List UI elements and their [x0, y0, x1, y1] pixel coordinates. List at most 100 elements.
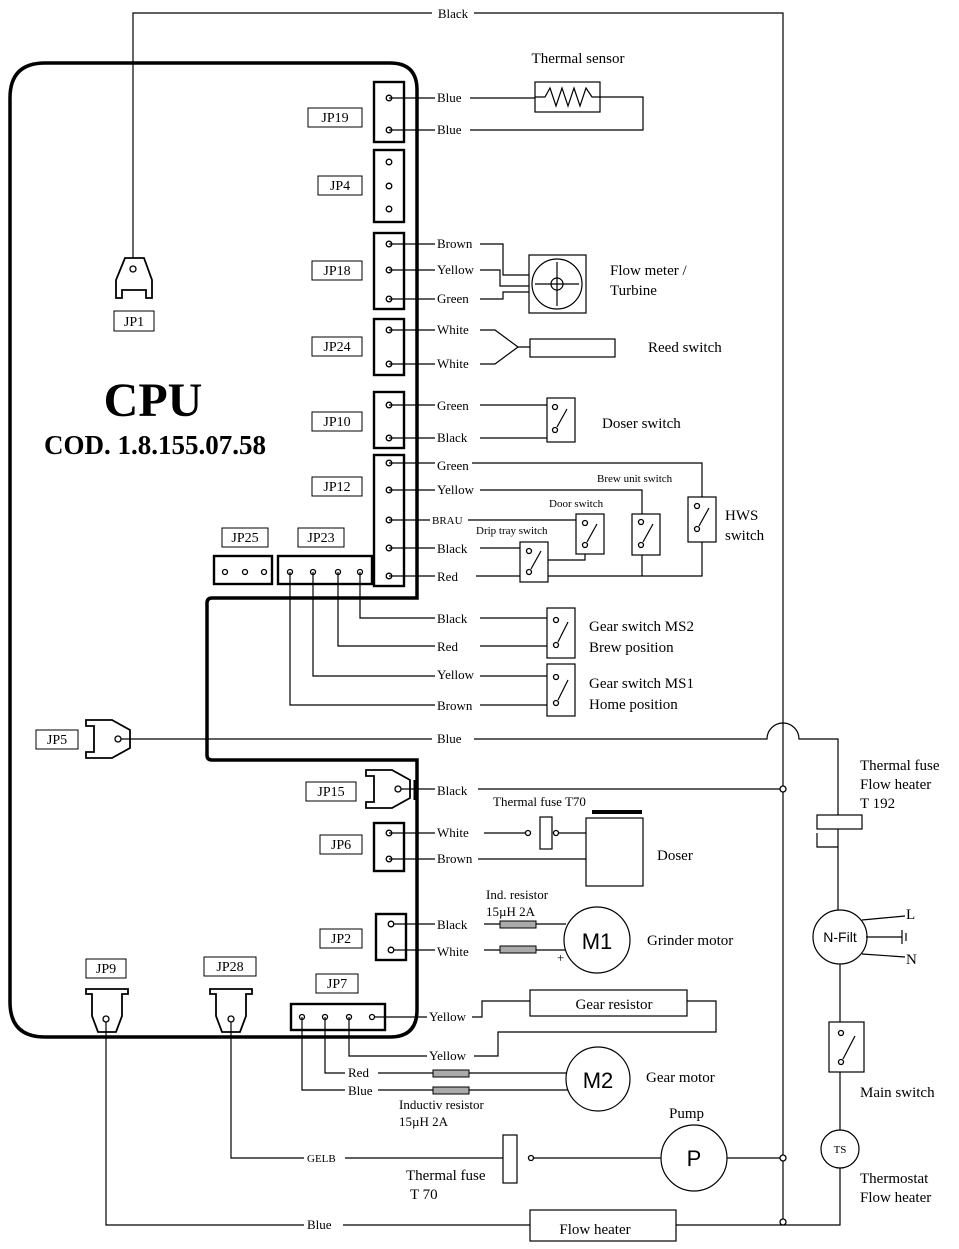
jp19-connector [372, 80, 406, 144]
svg-text:Black: Black [437, 541, 468, 556]
thermal-fuse-t192-label-3: T 192 [860, 796, 895, 812]
doser-switch-label: Doser switch [602, 416, 681, 432]
jp15-connector [365, 769, 411, 809]
gear-switch-ms1-symbol [546, 663, 576, 717]
svg-text:BRAU: BRAU [432, 515, 463, 527]
pump-p-label: P [687, 1146, 702, 1171]
svg-text:Blue: Blue [437, 731, 462, 746]
drip-tray-switch-label: Drip tray switch [476, 525, 548, 537]
jp23-connector [276, 554, 374, 586]
ind-resistor-m1-top [499, 920, 537, 929]
jp7-label: JP7 [327, 977, 347, 992]
m1-plus: + [557, 950, 564, 965]
hws-label-2: switch [725, 528, 765, 544]
jp4-label: JP4 [330, 179, 350, 194]
reed-switch-label: Reed switch [648, 340, 722, 356]
doser-switch-symbol [546, 397, 576, 443]
svg-text:White: White [437, 322, 469, 337]
jp28-connector [209, 988, 253, 1033]
brew-unit-switch-symbol [631, 513, 661, 556]
svg-text:Brown: Brown [437, 698, 473, 713]
doser-label: Doser [657, 848, 693, 864]
drip-tray-switch-symbol [519, 541, 549, 583]
ms1-label-2: Home position [589, 697, 678, 713]
thermostat-label-2: Flow heater [860, 1190, 931, 1206]
svg-text:Black: Black [437, 917, 468, 932]
jp25-label: JP25 [231, 531, 258, 546]
thermal-fuse-t70-pump-symbol [502, 1134, 535, 1184]
cpu-code: COD. 1.8.155.07.58 [44, 430, 266, 460]
thermal-fuse-pump-label-2: T 70 [410, 1187, 438, 1203]
reed-switch-symbol [529, 338, 616, 358]
door-switch-symbol [575, 513, 605, 555]
ms2-label-2: Brew position [589, 640, 674, 656]
svg-text:Red: Red [348, 1065, 369, 1080]
grinder-motor-label: Grinder motor [647, 933, 733, 949]
svg-text:White: White [437, 825, 469, 840]
inductiv-resistor-label-2: 15µH 2A [399, 1114, 449, 1129]
grinder-motor-symbol [563, 906, 631, 974]
jp1-label: JP1 [124, 315, 144, 330]
gear-resistor-symbol [529, 989, 688, 1017]
jp5-label: JP5 [47, 733, 67, 748]
line-n-label: N [906, 952, 917, 968]
ts-label: TS [834, 1144, 847, 1156]
jp19-label: JP19 [321, 111, 348, 126]
brew-unit-switch-label: Brew unit switch [597, 473, 673, 485]
flow-meter-label-2: Turbine [610, 283, 657, 299]
svg-text:GELB: GELB [307, 1153, 336, 1165]
hws-label-1: HWS [725, 508, 758, 524]
svg-text:Blue: Blue [348, 1083, 373, 1098]
jp15-label: JP15 [317, 785, 344, 800]
jp23-label: JP23 [307, 531, 334, 546]
ms1-label-1: Gear switch MS1 [589, 676, 694, 692]
thermal-fuse-t70-doser-symbol [524, 816, 560, 850]
m2-label: M2 [583, 1068, 614, 1093]
main-switch-label: Main switch [860, 1085, 935, 1101]
jp2-label: JP2 [331, 932, 351, 947]
flow-heater-label: Flow heater [559, 1222, 630, 1238]
cpu-title: CPU [104, 374, 203, 427]
doser-symbol [585, 817, 644, 887]
thermal-fuse-t192-symbol [816, 814, 863, 848]
svg-text:Red: Red [437, 569, 458, 584]
gear-motor-label: Gear motor [646, 1070, 715, 1086]
jp1-connector [115, 257, 153, 299]
svg-text:Blue: Blue [437, 122, 462, 137]
inductiv-resistor-m2-bottom [432, 1086, 470, 1095]
jp5-connector [85, 719, 131, 759]
thermal-sensor-label: Thermal sensor [532, 51, 625, 67]
svg-text:Yellow: Yellow [429, 1048, 467, 1063]
svg-text:Yellow: Yellow [437, 482, 475, 497]
svg-text:Yellow: Yellow [429, 1009, 467, 1024]
line-l-label: L [906, 907, 915, 923]
svg-text:Green: Green [437, 458, 469, 473]
svg-text:Blue: Blue [307, 1217, 332, 1232]
svg-text:Brown: Brown [437, 236, 473, 251]
nfilt-label: N-Filt [823, 929, 857, 945]
jp24-label: JP24 [323, 340, 350, 355]
thermal-sensor-symbol [534, 81, 601, 113]
svg-text:Yellow: Yellow [437, 667, 475, 682]
svg-text:Green: Green [437, 291, 469, 306]
inductiv-resistor-m2-top [432, 1069, 470, 1078]
pump-label: Pump [669, 1106, 704, 1122]
jp10-label: JP10 [323, 415, 350, 430]
jp9-label: JP9 [96, 962, 116, 977]
flow-heater-symbol [529, 1209, 677, 1242]
svg-text:Yellow: Yellow [437, 262, 475, 277]
jp12-label: JP12 [323, 480, 350, 495]
svg-text:Black: Black [437, 611, 468, 626]
thermal-fuse-t192-label-1: Thermal fuse [860, 758, 940, 774]
svg-text:Blue: Blue [437, 90, 462, 105]
thermal-fuse-t192-label-2: Flow heater [860, 777, 931, 793]
jp6-label: JP6 [331, 838, 351, 853]
jp18-label: JP18 [323, 264, 350, 279]
jp6-connector [372, 821, 406, 873]
wire-label-jp1-black: Black [438, 6, 469, 21]
svg-text:White: White [437, 944, 469, 959]
svg-text:Black: Black [437, 783, 468, 798]
gear-switch-ms2-symbol [546, 607, 576, 659]
ind-resistor-label-1: Ind. resistor [486, 887, 549, 902]
